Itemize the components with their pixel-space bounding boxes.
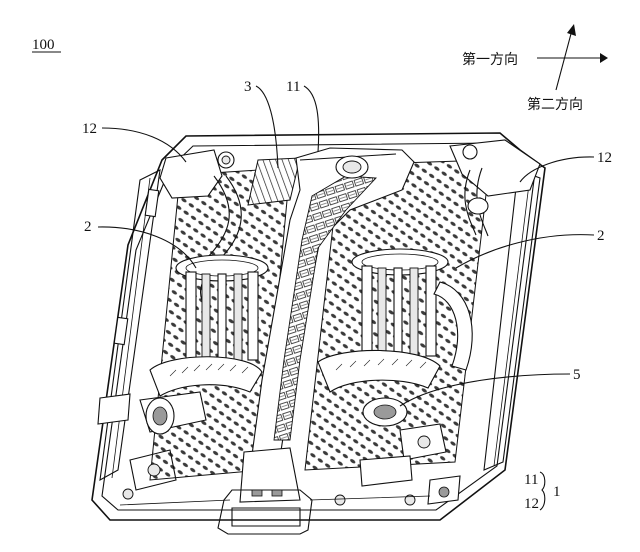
callout-11-label: 11 xyxy=(286,79,300,95)
callout-5-label: 5 xyxy=(573,367,581,383)
callout-3-label: 3 xyxy=(244,79,252,95)
left-bar-3 xyxy=(217,273,227,367)
callout-12-left-leader xyxy=(101,127,187,163)
grill-component-3 xyxy=(247,157,301,206)
right-bracket-bolt xyxy=(417,435,431,449)
right-lower-ring-ticks xyxy=(335,358,427,371)
direction-indicator: 第一方向 第二方向 xyxy=(462,24,608,113)
center-beam-lattice xyxy=(273,175,377,441)
corner-block-top-left xyxy=(159,149,223,199)
left-bar-4 xyxy=(233,273,243,365)
callout-3-leader xyxy=(255,85,279,169)
direction-1-label: 第一方向 xyxy=(462,51,518,68)
legend-brace xyxy=(539,471,546,511)
right-module xyxy=(317,248,473,505)
direction-2-axis xyxy=(555,29,573,91)
left-gear-core xyxy=(152,406,168,426)
legend-group-1: 1 xyxy=(553,484,561,500)
left-rail-slot-upper xyxy=(144,188,160,218)
handle-body xyxy=(239,447,301,503)
bottom-edge-detail xyxy=(119,495,431,506)
left-rail xyxy=(99,169,161,482)
right-bar-3 xyxy=(393,267,403,363)
left-edge-block xyxy=(97,393,131,425)
figure-label: 100 xyxy=(32,37,55,53)
legend-item-11: 11 xyxy=(524,472,538,488)
right-base-plate xyxy=(359,455,413,487)
assembly-5-core xyxy=(373,404,397,420)
right-rail-line xyxy=(493,175,531,467)
direction-1-arrowhead xyxy=(600,53,608,63)
legend-bracket: 11 12 1 xyxy=(524,471,561,512)
left-lower-ring-ticks xyxy=(169,363,249,377)
handle-screw-right xyxy=(271,489,283,497)
callout-2-left-label: 2 xyxy=(84,219,92,235)
callout-12-right-leader xyxy=(519,156,595,183)
left-rail-slot xyxy=(113,316,129,346)
callouts: 3 11 12 12 2 2 5 xyxy=(82,79,612,407)
corner-post-top-right xyxy=(462,144,478,160)
bottom-left-bolt xyxy=(122,488,134,500)
right-bar-5 xyxy=(425,265,437,357)
handle-screw-left xyxy=(251,489,263,497)
bottom-center-bolt xyxy=(334,494,346,506)
callout-2-right-label: 2 xyxy=(597,228,605,244)
right-lower-ring xyxy=(317,349,441,393)
left-lower-bracket xyxy=(129,449,177,491)
inner-frame-rim xyxy=(101,142,536,511)
right-bar-2 xyxy=(377,267,387,361)
right-bar-4 xyxy=(409,267,419,361)
callout-2-left-leader xyxy=(97,226,197,269)
direction-2-label: 第二方向 xyxy=(527,96,583,113)
right-connector-boss xyxy=(467,197,489,215)
callout-2-right-leader xyxy=(455,234,595,269)
legend-item-12: 12 xyxy=(524,496,539,512)
right-bar-1 xyxy=(361,265,373,357)
left-bar-5 xyxy=(247,271,259,361)
callout-11-leader xyxy=(303,85,320,153)
left-module xyxy=(97,254,269,491)
left-bar-1 xyxy=(185,271,197,361)
top-port-core xyxy=(342,160,362,174)
left-bar-2 xyxy=(201,273,211,365)
callout-12-left-label: 12 xyxy=(82,121,97,137)
bottom-right-bolt xyxy=(404,494,416,506)
right-side-guard xyxy=(433,281,473,371)
callout-5-leader xyxy=(399,373,571,407)
corner-post-top-left-cap xyxy=(221,155,231,165)
left-lower-ring xyxy=(149,356,263,397)
right-cable-outer xyxy=(464,169,477,236)
left-bracket-bolt xyxy=(147,463,161,477)
handle-grip-opening xyxy=(231,507,301,527)
callout-12-right-label: 12 xyxy=(597,150,612,166)
direction-2-arrowhead xyxy=(567,24,576,36)
device-assembly xyxy=(91,132,546,535)
right-corner-bolt xyxy=(438,486,450,498)
left-rail-line xyxy=(111,177,151,479)
